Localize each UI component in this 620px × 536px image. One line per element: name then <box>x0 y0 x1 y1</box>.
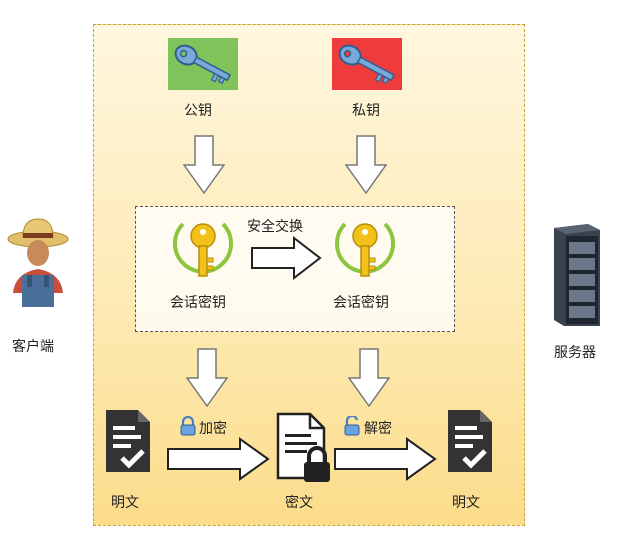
session-key-icon <box>333 214 397 288</box>
ciphertext-label: 密文 <box>285 495 313 511</box>
session-key-label-left: 会话密钥 <box>170 295 226 311</box>
padlock-icon <box>179 415 197 440</box>
private-key-label: 私钥 <box>352 103 380 119</box>
plaintext-label-left: 明文 <box>111 495 139 511</box>
down-arrow-icon <box>186 348 228 408</box>
session-key-label-right: 会话密钥 <box>333 295 389 311</box>
down-arrow-icon <box>348 348 390 408</box>
down-arrow-icon <box>345 135 387 195</box>
right-arrow-icon <box>250 236 322 280</box>
document-check-icon <box>446 408 494 478</box>
document-locked-icon <box>276 412 340 488</box>
server-label: 服务器 <box>554 345 596 361</box>
public-key-icon <box>168 38 238 90</box>
down-arrow-icon <box>183 135 225 195</box>
plaintext-label-right: 明文 <box>452 495 480 511</box>
secure-exchange-label: 安全交换 <box>247 219 303 235</box>
session-key-icon <box>171 214 235 288</box>
public-key-label: 公钥 <box>184 103 212 119</box>
private-key-icon <box>332 38 402 90</box>
client-label: 客户端 <box>12 339 54 355</box>
client-avatar-icon <box>5 213 71 327</box>
server-rack-icon <box>550 222 602 332</box>
encrypt-label: 加密 <box>199 421 227 437</box>
document-check-icon <box>104 408 152 478</box>
right-arrow-icon <box>333 437 437 481</box>
decrypt-label: 解密 <box>364 421 392 437</box>
right-arrow-icon <box>166 437 270 481</box>
padlock-icon <box>343 414 361 440</box>
